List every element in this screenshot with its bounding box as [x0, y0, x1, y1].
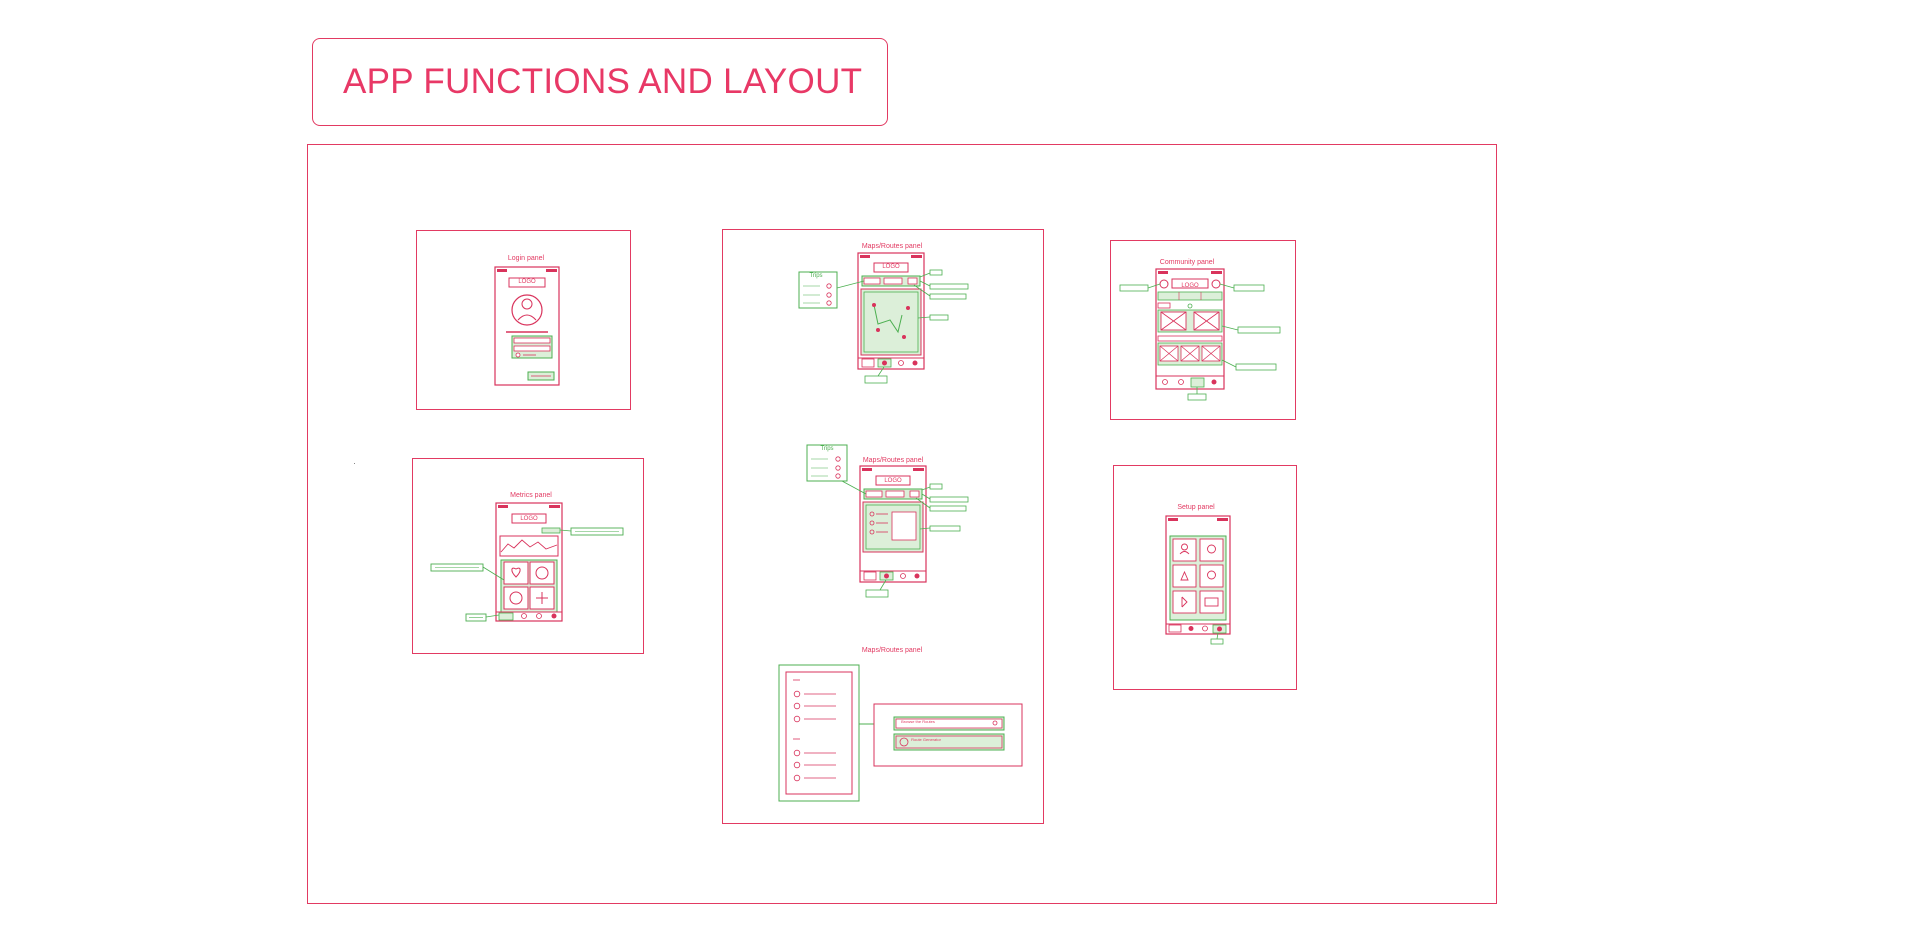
maps-panel-label-2: Maps/Routes panel [862, 457, 924, 464]
stray-dot [354, 463, 355, 464]
community-logo-text: LOGO [1181, 283, 1199, 289]
login-logo-text: LOGO [518, 279, 536, 285]
maps-routes-list-mockup [778, 664, 1023, 802]
login-panel-label: Login panel [507, 255, 545, 262]
maps-generate-button-text: Route Generator [911, 737, 941, 742]
maps-trips-note-title-2: Trips [820, 446, 834, 452]
maps-phone-mockup-2 [806, 444, 969, 598]
maps-phone-mockup-1 [798, 252, 969, 384]
login-phone-mockup [494, 266, 560, 386]
community-phone-mockup [1119, 268, 1281, 401]
title-frame: APP FUNCTIONS AND LAYOUT [312, 38, 888, 126]
login-panel-frame [416, 230, 631, 410]
maps-logo-text-1: LOGO [882, 264, 900, 270]
maps-panel-label-1: Maps/Routes panel [861, 243, 923, 250]
metrics-panel-frame [412, 458, 644, 654]
community-panel-label: Community panel [1159, 259, 1215, 266]
maps-panel-frame [722, 229, 1044, 824]
layout-board [307, 144, 1497, 904]
maps-panel-label-3: Maps/Routes panel [861, 647, 923, 654]
page-title: APP FUNCTIONS AND LAYOUT [343, 62, 863, 101]
maps-logo-text-2: LOGO [884, 478, 902, 484]
setup-phone-mockup [1165, 515, 1231, 645]
maps-trips-note-title-1: Trips [809, 273, 823, 279]
metrics-logo-text: LOGO [520, 516, 538, 522]
setup-panel-label: Setup panel [1177, 504, 1215, 511]
metrics-phone-mockup [430, 502, 624, 622]
metrics-panel-label: Metrics panel [510, 492, 552, 499]
setup-panel-frame [1113, 465, 1297, 690]
maps-search-field-text: Browse the Routes [901, 719, 935, 724]
community-panel-frame [1110, 240, 1296, 420]
